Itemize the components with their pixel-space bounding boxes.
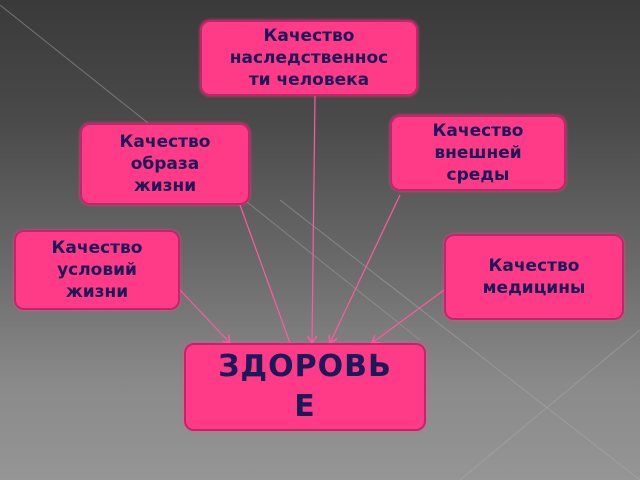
factor-environment-box: Качество внешней среды	[390, 115, 566, 191]
factor-living-conditions-box: Качество условий жизни	[14, 230, 180, 310]
factor-label-line: среды	[446, 165, 510, 185]
factor-lifestyle-box: Качество образа жизни	[80, 123, 250, 205]
factor-medicine-box: Качество медицины	[444, 234, 624, 320]
factor-heredity-box: Качество наследственнос ти человека	[200, 20, 418, 96]
factor-label-line: медицины	[482, 278, 586, 298]
factor-label-line: Качество	[119, 132, 211, 152]
factor-label-line: Качество	[488, 256, 580, 276]
factor-label-line: наследственнос	[229, 48, 389, 68]
health-title-line: Е	[294, 389, 316, 424]
factor-label-line: Качество	[51, 238, 143, 258]
factor-label-line: ти человека	[248, 70, 370, 90]
factor-label-line: внешней	[434, 143, 522, 163]
factor-label-line: жизни	[65, 282, 129, 302]
health-center-box: ЗДОРОВЬ Е	[184, 343, 426, 431]
factor-label-line: Качество	[432, 121, 524, 141]
factor-label-line: Качество	[263, 26, 355, 46]
factor-label-line: жизни	[133, 176, 197, 196]
health-title-line: ЗДОРОВЬ	[218, 349, 392, 384]
factor-label-line: образа	[130, 154, 200, 174]
factor-label-line: условий	[57, 260, 137, 280]
